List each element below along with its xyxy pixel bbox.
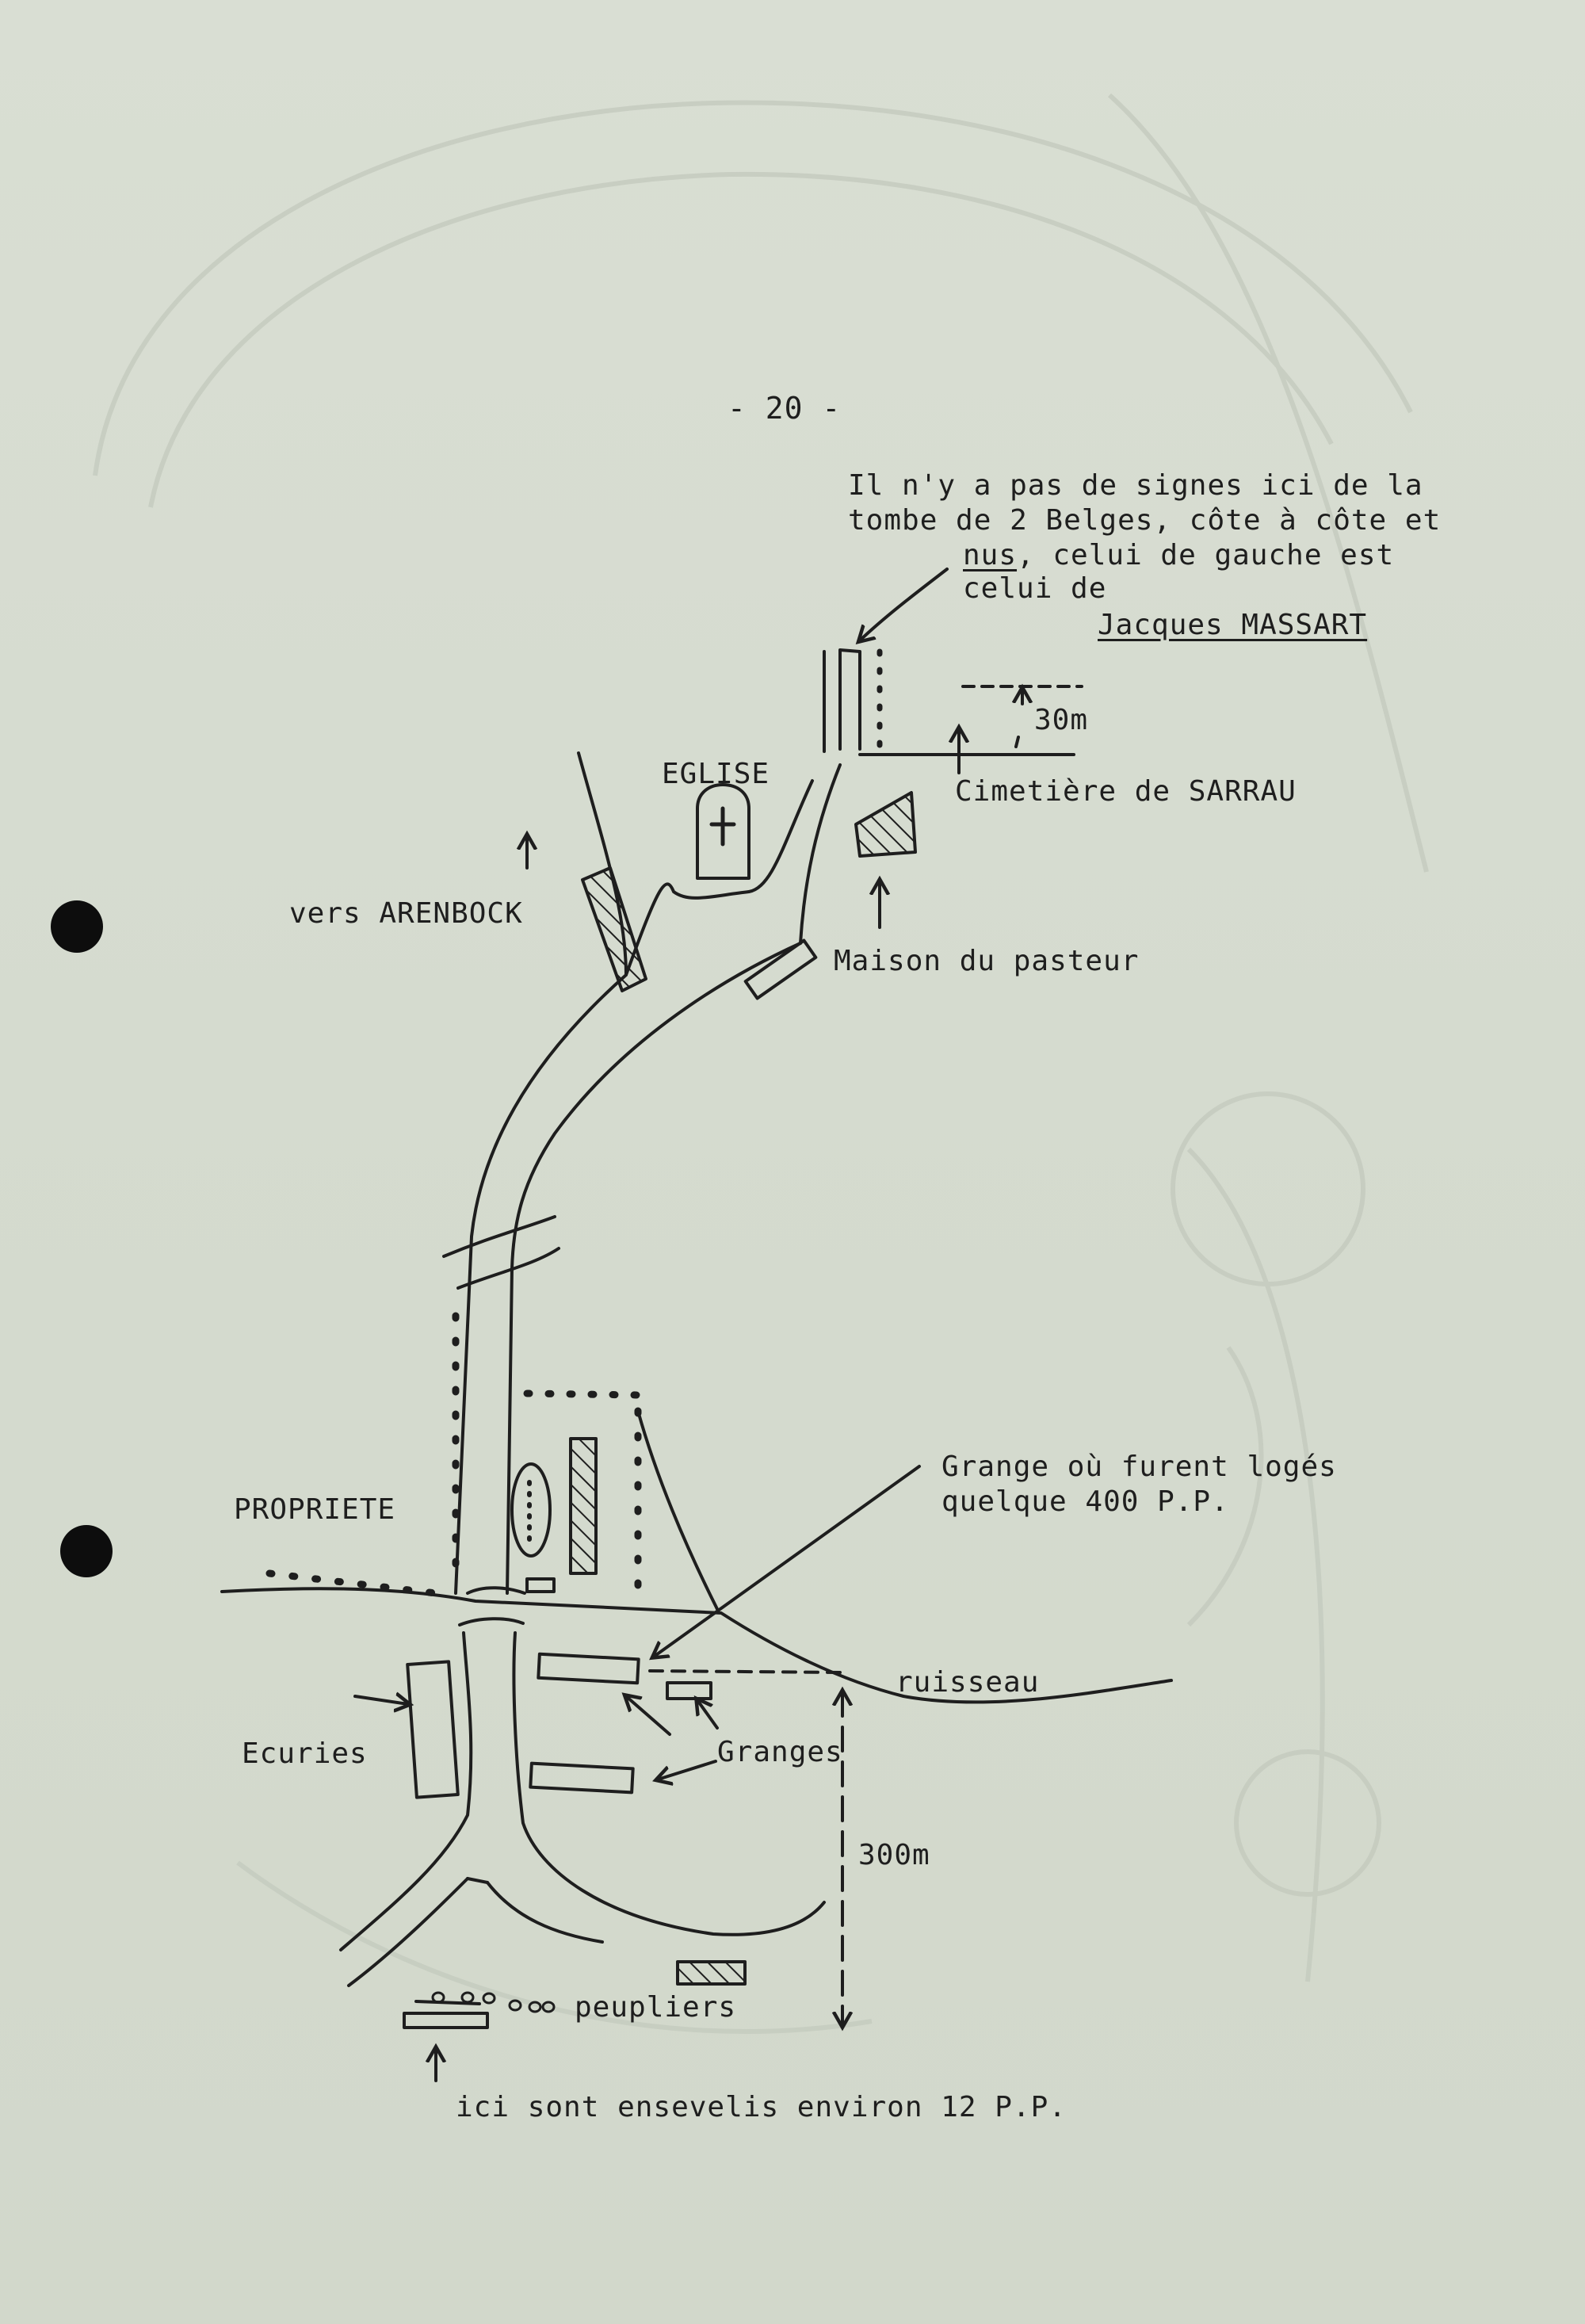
soldier-name: Jacques MASSART bbox=[1098, 609, 1368, 641]
road-branch-east bbox=[799, 763, 842, 945]
poplar-tree-icons bbox=[431, 1991, 556, 2013]
label-distance-bottom: 300m bbox=[858, 1839, 930, 1871]
distance-top-arrow-down bbox=[1014, 736, 1020, 748]
grange-logee-arrow bbox=[654, 1465, 921, 1657]
hatched-building-presbytery bbox=[854, 791, 917, 858]
barn-arrow-3 bbox=[658, 1760, 717, 1779]
church-building bbox=[696, 783, 750, 880]
property-road-east bbox=[636, 1409, 719, 1611]
main-road-east-edge bbox=[506, 942, 802, 1595]
south-road-west-edge bbox=[339, 1631, 473, 1951]
label-barn-line-2: quelque 400 P.P. bbox=[941, 1485, 1229, 1518]
bridge-stream-a bbox=[466, 1586, 526, 1595]
label-distance-top: 30m bbox=[1034, 704, 1089, 736]
label-church: EGLISE bbox=[662, 758, 770, 790]
page-number: - 20 - bbox=[728, 391, 842, 426]
road-branch-west bbox=[624, 882, 750, 977]
barn-lower bbox=[529, 1761, 635, 1795]
barn-arrow-1 bbox=[626, 1696, 671, 1736]
note-line-2: tombe de 2 Belges, côte à côte et bbox=[848, 504, 1442, 537]
bridge-north-b bbox=[456, 1247, 560, 1290]
label-stream: ruisseau bbox=[896, 1666, 1040, 1699]
south-fork-west bbox=[347, 1877, 469, 1987]
label-barns: Granges bbox=[717, 1736, 843, 1768]
burial-site-line bbox=[414, 2000, 481, 2005]
note-line-4: celui de bbox=[963, 572, 1107, 605]
barn-arrow-2 bbox=[697, 1700, 719, 1730]
bridge-north-a bbox=[442, 1215, 556, 1258]
main-road-west-edge bbox=[454, 751, 628, 1595]
note-arrow bbox=[860, 568, 949, 640]
label-cemetery: Cimetière de SARRAU bbox=[955, 775, 1297, 808]
property-dots-top bbox=[523, 1389, 642, 1399]
property-pond bbox=[510, 1462, 552, 1558]
stream-line bbox=[220, 1587, 1173, 1704]
note-line-1: Il n'y a pas de signes ici de la bbox=[848, 469, 1423, 502]
hatched-building-west bbox=[581, 866, 647, 992]
barn-main bbox=[537, 1652, 640, 1685]
label-barn-line-1: Grange où furent logés bbox=[941, 1451, 1337, 1483]
south-road-east-edge bbox=[512, 1631, 826, 1936]
road-church-edge bbox=[747, 779, 814, 893]
label-direction: vers ARENBOCK bbox=[289, 897, 523, 930]
stables-building bbox=[406, 1660, 460, 1799]
south-fork-east bbox=[486, 1881, 604, 1944]
grange-dashed bbox=[648, 1669, 842, 1674]
bridge-stream-b bbox=[458, 1617, 525, 1626]
barn-small bbox=[666, 1681, 712, 1700]
punch-hole-top bbox=[51, 900, 103, 953]
hatched-building-south bbox=[676, 1960, 747, 1986]
south-fork-inner bbox=[466, 1877, 489, 1884]
label-burial: ici sont ensevelis environ 12 P.P. bbox=[456, 2091, 1067, 2123]
note-emphasis: nus bbox=[963, 539, 1018, 571]
label-property: PROPRIETE bbox=[234, 1493, 396, 1526]
punch-hole-bottom bbox=[60, 1525, 113, 1577]
small-building-road bbox=[743, 938, 818, 1000]
property-dots-road bbox=[265, 1569, 440, 1597]
stables-arrow bbox=[353, 1696, 408, 1704]
church-cross-icon bbox=[709, 806, 736, 847]
property-hatched-building bbox=[569, 1437, 598, 1575]
burial-site bbox=[403, 2012, 489, 2029]
property-small-building bbox=[525, 1577, 556, 1593]
label-poplars: peupliers bbox=[575, 1991, 737, 2024]
label-presbytery: Maison du pasteur bbox=[834, 945, 1140, 977]
note-line-3: nus, celui de gauche est bbox=[963, 537, 1394, 574]
note-line-3-rest: , celui de gauche est bbox=[1017, 539, 1395, 571]
label-stables: Ecuries bbox=[242, 1737, 368, 1770]
cemetery-wall bbox=[823, 648, 861, 753]
